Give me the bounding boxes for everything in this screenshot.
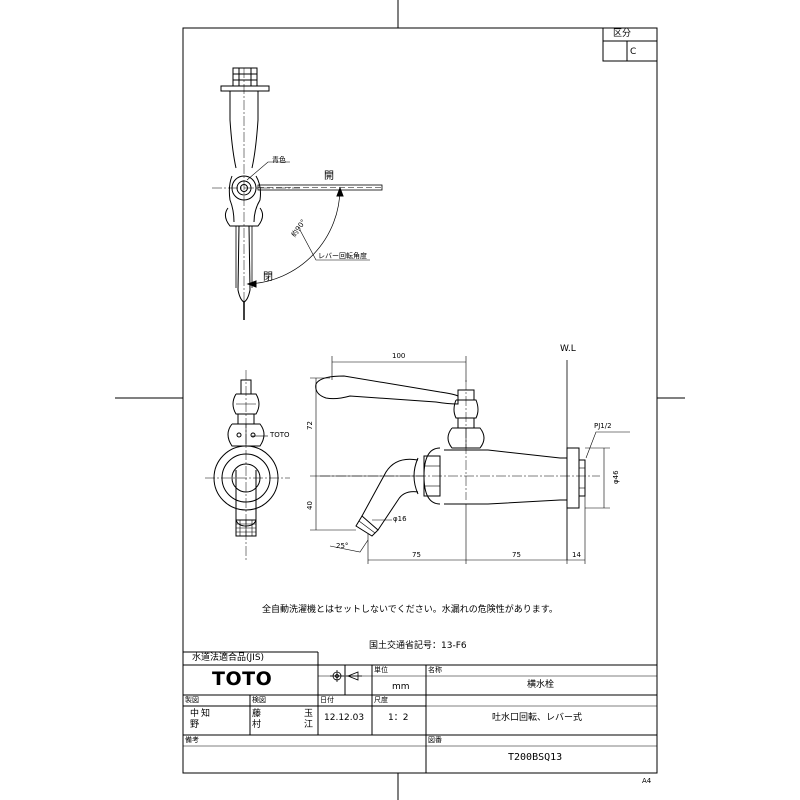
front-view <box>205 370 290 560</box>
made-label: 製図 <box>185 696 199 704</box>
wl-label: W.L <box>560 344 576 354</box>
dim-x1: 75 <box>412 551 421 559</box>
remarks-label: 備考 <box>185 736 199 744</box>
scale-value: 1：2 <box>388 713 409 723</box>
unit-value: mm <box>392 682 410 692</box>
made-name-1: 中 <box>190 709 200 719</box>
scale-label: 尺度 <box>374 696 388 704</box>
date-label: 日付 <box>320 696 334 704</box>
brand-mark-label: TOTO <box>270 431 290 439</box>
made-name-3: 知 <box>201 709 211 719</box>
drawing-number: T200BSQ13 <box>508 752 563 763</box>
date-value: 12.12.03 <box>324 713 365 723</box>
dim-height: 72 <box>306 421 314 430</box>
size-mark: A4 <box>642 777 652 785</box>
dimension-lines <box>310 356 630 564</box>
class-box <box>602 27 658 62</box>
feature-text: 吐水口回転、レバー式 <box>492 713 583 723</box>
dim-length: 100 <box>392 352 406 360</box>
check-name-4: 江 <box>304 720 314 730</box>
dim-body-dia: φ46 <box>612 470 620 484</box>
dim-drop: 40 <box>306 501 314 510</box>
drawing-no-label: 図番 <box>428 736 442 744</box>
approval-note: 国土交通省記号：13-F6 <box>369 641 467 651</box>
dim-x2: 75 <box>512 551 521 559</box>
check-name-3: 玉 <box>304 709 314 719</box>
dim-angle: 25° <box>336 542 349 550</box>
dim-spout-dia: φ16 <box>393 515 407 523</box>
sheet-border <box>182 27 658 774</box>
check-name-1: 藤 <box>252 709 262 719</box>
toto-logo: TOTO <box>212 668 273 690</box>
side-view <box>315 360 600 560</box>
water-law-label: 水道法適合品(JIS) <box>192 653 265 663</box>
closed-label: 閉 <box>263 272 273 283</box>
class-label: 区分 <box>613 29 632 39</box>
class-value: C <box>630 47 637 57</box>
thread-label: PJ1/2 <box>594 422 612 430</box>
dim-flange: 14 <box>572 551 581 559</box>
open-label: 開 <box>324 171 334 182</box>
check-name-2: 村 <box>252 720 262 730</box>
name-value: 横水栓 <box>527 680 555 690</box>
name-label: 名称 <box>428 666 442 674</box>
top-view <box>212 67 383 320</box>
caution-note: 全自動洗濯機とはセットしないでください。水漏れの危険性があります。 <box>262 605 558 615</box>
color-label: 青色 <box>272 156 286 164</box>
angle-note: レバー回転角度 <box>318 252 367 260</box>
projection-symbol-icon <box>330 670 362 682</box>
made-name-2: 野 <box>190 720 200 730</box>
check-label: 検図 <box>252 696 266 704</box>
unit-label: 単位 <box>374 666 388 674</box>
